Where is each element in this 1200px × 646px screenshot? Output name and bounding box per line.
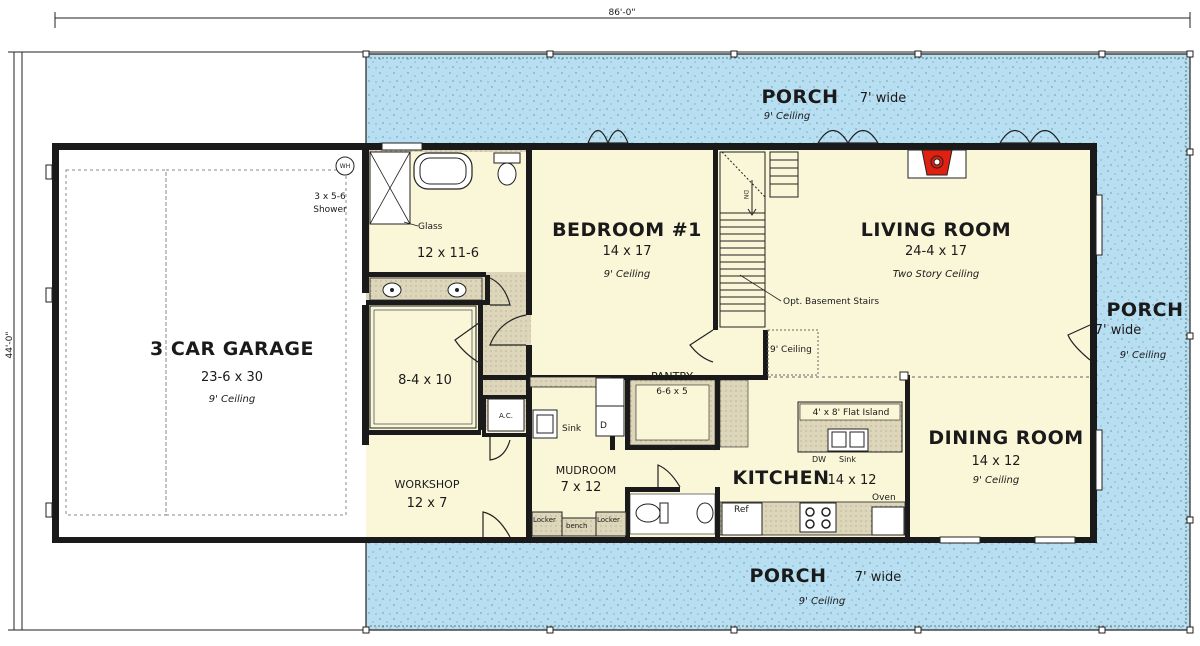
kitchen-sink-label: Sink: [839, 455, 856, 464]
oven-label: Oven: [872, 493, 896, 503]
bath-fixtures: [335, 151, 521, 429]
living-room-size: 24-4 x 17: [905, 244, 967, 259]
dining-room-size: 14 x 12: [971, 454, 1020, 469]
width-dimension: 86'-0": [608, 8, 635, 18]
bedroom-size: 14 x 17: [602, 244, 651, 259]
garage-stalls: [65, 169, 347, 516]
workshop-name: WORKSHOP: [395, 478, 460, 491]
kitchen-name: KITCHEN: [733, 467, 830, 489]
rear-porch-ceiling: 9' Ceiling: [764, 111, 810, 122]
dishwasher-label: DW: [812, 455, 826, 464]
fireplace: [907, 149, 967, 179]
shower-size: 3 x 5-6: [314, 192, 346, 202]
workshop-size: 12 x 7: [407, 496, 448, 511]
rear-porch-width: 7' wide: [860, 91, 906, 106]
front-porch-ceiling: 9' Ceiling: [799, 596, 845, 607]
basement-stairs-label: Opt. Basement Stairs: [783, 297, 879, 307]
shower-label: Shower: [313, 205, 347, 215]
bath-door: [489, 277, 511, 306]
bedroom-name: BEDROOM #1: [552, 219, 702, 241]
walk-in-door: [454, 319, 484, 366]
kitchen-size: 14 x 12: [827, 473, 876, 488]
mudroom-door: [657, 464, 681, 488]
fridge-label: Ref: [734, 505, 749, 515]
exterior-walls: [45, 143, 1097, 543]
locker-left: Locker: [533, 516, 556, 524]
kitchen-fixtures: [531, 377, 906, 537]
side-porch-width: 7' wide: [1095, 323, 1141, 338]
mudroom-size: 7 x 12: [561, 480, 602, 495]
basement-stairs: [719, 151, 799, 328]
garage-floor: [56, 150, 356, 538]
water-heater-label: WH: [340, 163, 350, 170]
workshop-door: [482, 511, 511, 538]
front-porch-name: PORCH: [749, 565, 826, 587]
stairs-down-label: DN: [742, 190, 749, 199]
side-porch-name: PORCH: [1106, 299, 1183, 321]
pantry-name: PANTRY: [651, 370, 693, 383]
side-porch-ceiling: 9' Ceiling: [1120, 350, 1166, 361]
island-label: 4' x 8' Flat Island: [813, 408, 890, 418]
rear-porch-name: PORCH: [761, 86, 838, 108]
closet-door: [489, 314, 527, 346]
rear-doors: [587, 129, 1061, 144]
bath-size: 12 x 11-6: [417, 246, 479, 261]
garage-ceiling: 9' Ceiling: [209, 394, 255, 405]
closet-size: 8-4 x 10: [398, 373, 452, 388]
ac-door: [489, 437, 511, 461]
glass-label: Glass: [418, 222, 443, 232]
nook-ceiling: 9' Ceiling: [770, 345, 812, 355]
dryer-label: D: [600, 421, 607, 431]
garage-size: 23-6 x 30: [201, 370, 263, 385]
mudroom-name: MUDROOM: [556, 464, 616, 477]
depth-dimension: 44'-0": [5, 331, 15, 358]
dining-room-ceiling: 9' Ceiling: [973, 475, 1019, 486]
side-porch-door: [1067, 324, 1091, 361]
living-room-name: LIVING ROOM: [861, 219, 1011, 241]
living-room-ceiling: Two Story Ceiling: [893, 269, 980, 280]
garage-name: 3 CAR GARAGE: [150, 338, 314, 360]
dining-room-name: DINING ROOM: [928, 427, 1083, 449]
mudroom-sink: Sink: [562, 424, 582, 434]
locker-right: Locker: [597, 516, 620, 524]
front-porch-width: 7' wide: [855, 570, 901, 585]
pantry-size: 6-6 x 5: [656, 387, 687, 397]
bedroom-ceiling: 9' Ceiling: [604, 269, 650, 280]
bedroom-door: [689, 329, 714, 363]
ac-label: A.C.: [499, 412, 513, 420]
bench-label: bench: [566, 522, 587, 530]
ac-unit: [487, 398, 525, 432]
